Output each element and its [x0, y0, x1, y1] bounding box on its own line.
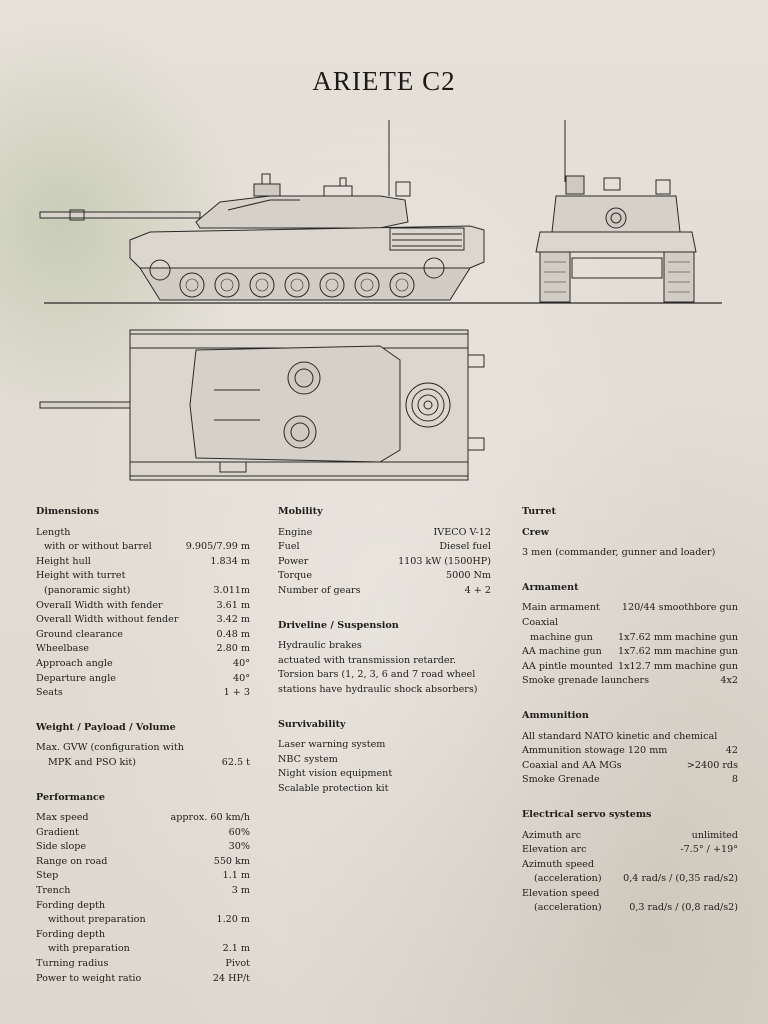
spec-row: Max. GVW (configuration with — [36, 742, 184, 754]
spec-row: All standard NATO kinetic and chemical — [522, 730, 718, 742]
survivability-line: Night vision equipment — [278, 768, 393, 780]
spec-row: (panoramic sight)3.011m — [44, 584, 250, 596]
column-left: Dimensions Length with or without barrel… — [36, 505, 250, 986]
spec-row: MPK and PSO kit)62.5 t — [48, 756, 250, 768]
spec-row: Height with turret — [36, 570, 126, 582]
spec-row: Length — [36, 526, 71, 538]
survivability-line: Laser warning system — [278, 739, 386, 751]
page-title: ARIETE C2 — [312, 66, 456, 96]
crew-heading: Crew — [522, 526, 550, 538]
survivability-line: Scalable protection kit — [278, 782, 389, 794]
performance-heading: Performance — [36, 791, 105, 803]
driveline-heading: Driveline / Suspension — [278, 619, 399, 631]
armament-heading: Armament — [522, 581, 579, 593]
spec-row: Coaxial — [522, 616, 559, 628]
side-view-drawing — [39, 120, 485, 301]
column-right: Turret Crew 3 men (commander, gunner and… — [522, 505, 738, 916]
crew-text: 3 men (commander, gunner and loader) — [522, 547, 716, 559]
turret-heading: Turret — [522, 506, 556, 517]
spec-row: Elevation arc-7.5° / +19° — [522, 844, 738, 856]
electrical-heading: Electrical servo systems — [522, 808, 652, 820]
top-view-drawing — [39, 329, 485, 481]
spec-row: (acceleration)0,3 rad/s / (0,8 rad/s2) — [534, 902, 738, 914]
ammunition-heading: Ammunition — [522, 709, 589, 721]
driveline-line: Torsion bars (1, 2, 3, 6 and 7 road whee… — [278, 669, 476, 681]
mobility-heading: Mobility — [278, 506, 323, 517]
spec-row: Elevation speed — [522, 887, 600, 899]
tank-blueprint-drawings — [39, 120, 722, 481]
weight-heading: Weight / Payload / Volume — [36, 721, 176, 733]
spec-row: Coaxial and AA MGs>2400 rds — [522, 759, 738, 771]
spec-row: Fording depth — [36, 899, 106, 911]
dimensions-heading: Dimensions — [36, 506, 100, 517]
spec-row: (acceleration)0,4 rad/s / (0,35 rad/s2) — [534, 873, 738, 885]
driveline-line: stations have hydraulic shock absorbers) — [278, 683, 478, 695]
spec-row: Fording depth — [36, 928, 106, 940]
survivability-heading: Survivability — [278, 718, 346, 730]
front-view-drawing — [535, 120, 697, 303]
spec-row: Azimuth speed — [522, 858, 594, 870]
survivability-line: NBC system — [278, 753, 338, 765]
driveline-line: Hydraulic brakes — [278, 640, 362, 652]
driveline-line: actuated with transmission retarder. — [278, 654, 457, 666]
